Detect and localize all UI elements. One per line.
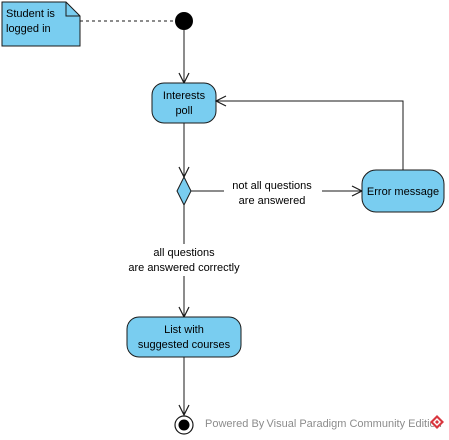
activity-error-message[interactable]: Error message [361,169,445,213]
note-student-logged-in[interactable]: Student is logged in [1,1,81,47]
guard-not-all-answered-line-1: not all questions [232,180,312,192]
decision-node[interactable] [176,175,192,207]
interests-poll-line-2: poll [175,105,192,117]
final-node[interactable] [174,415,194,435]
initial-node[interactable] [175,12,193,30]
visual-paradigm-logo-icon [430,415,444,429]
suggested-courses-line-1: List with [164,324,204,336]
flow-error-to-poll [216,101,404,170]
guard-not-all-answered-line-2: are answered [239,195,306,207]
guard-all-answered-line-2: are answered correctly [128,262,240,274]
note-line-1: Student is [6,8,55,20]
watermark-text: Powered By Visual Paradigm Community Edi… [205,418,442,430]
note-line-2: logged in [6,23,51,35]
interests-poll-line-1: Interests [163,90,206,102]
error-message-label: Error message [367,186,439,198]
activity-suggested-courses[interactable]: List with suggested courses [126,316,242,358]
guard-all-answered-line-1: all questions [153,247,215,259]
suggested-courses-line-2: suggested courses [138,339,231,351]
activity-interests-poll[interactable]: Interests poll [151,82,217,124]
